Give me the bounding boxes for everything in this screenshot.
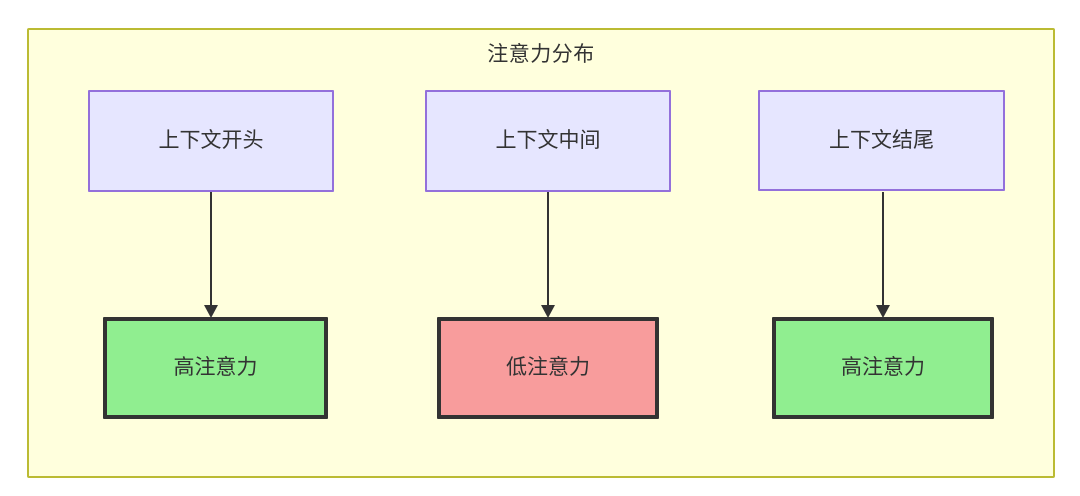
arrow-head-icon	[204, 305, 218, 318]
node-high-attention-start[interactable]: 高注意力	[103, 317, 328, 419]
node-low-attention-middle-label: 低注意力	[506, 356, 590, 379]
arrow-head-icon	[541, 305, 555, 318]
node-high-attention-start-label: 高注意力	[173, 356, 258, 379]
edge-line	[882, 192, 884, 307]
node-context-start-label: 上下文开头	[158, 129, 264, 152]
node-context-start[interactable]: 上下文开头	[88, 90, 334, 192]
cluster-title: 注意力分布	[487, 43, 595, 66]
edge-end-to-high-attention	[876, 192, 890, 319]
node-high-attention-end-label: 高注意力	[841, 356, 925, 379]
node-context-middle-label: 上下文中间	[495, 129, 601, 152]
node-high-attention-end[interactable]: 高注意力	[772, 317, 994, 419]
node-context-end[interactable]: 上下文结尾	[758, 90, 1005, 191]
arrow-head-icon	[876, 305, 890, 318]
node-context-end-label: 上下文结尾	[829, 128, 934, 152]
edge-start-to-high-attention	[204, 192, 218, 319]
node-context-middle[interactable]: 上下文中间	[425, 90, 671, 192]
edge-line	[547, 192, 549, 307]
edge-middle-to-low-attention	[541, 192, 555, 319]
node-low-attention-middle[interactable]: 低注意力	[437, 317, 659, 419]
edge-line	[210, 192, 212, 307]
